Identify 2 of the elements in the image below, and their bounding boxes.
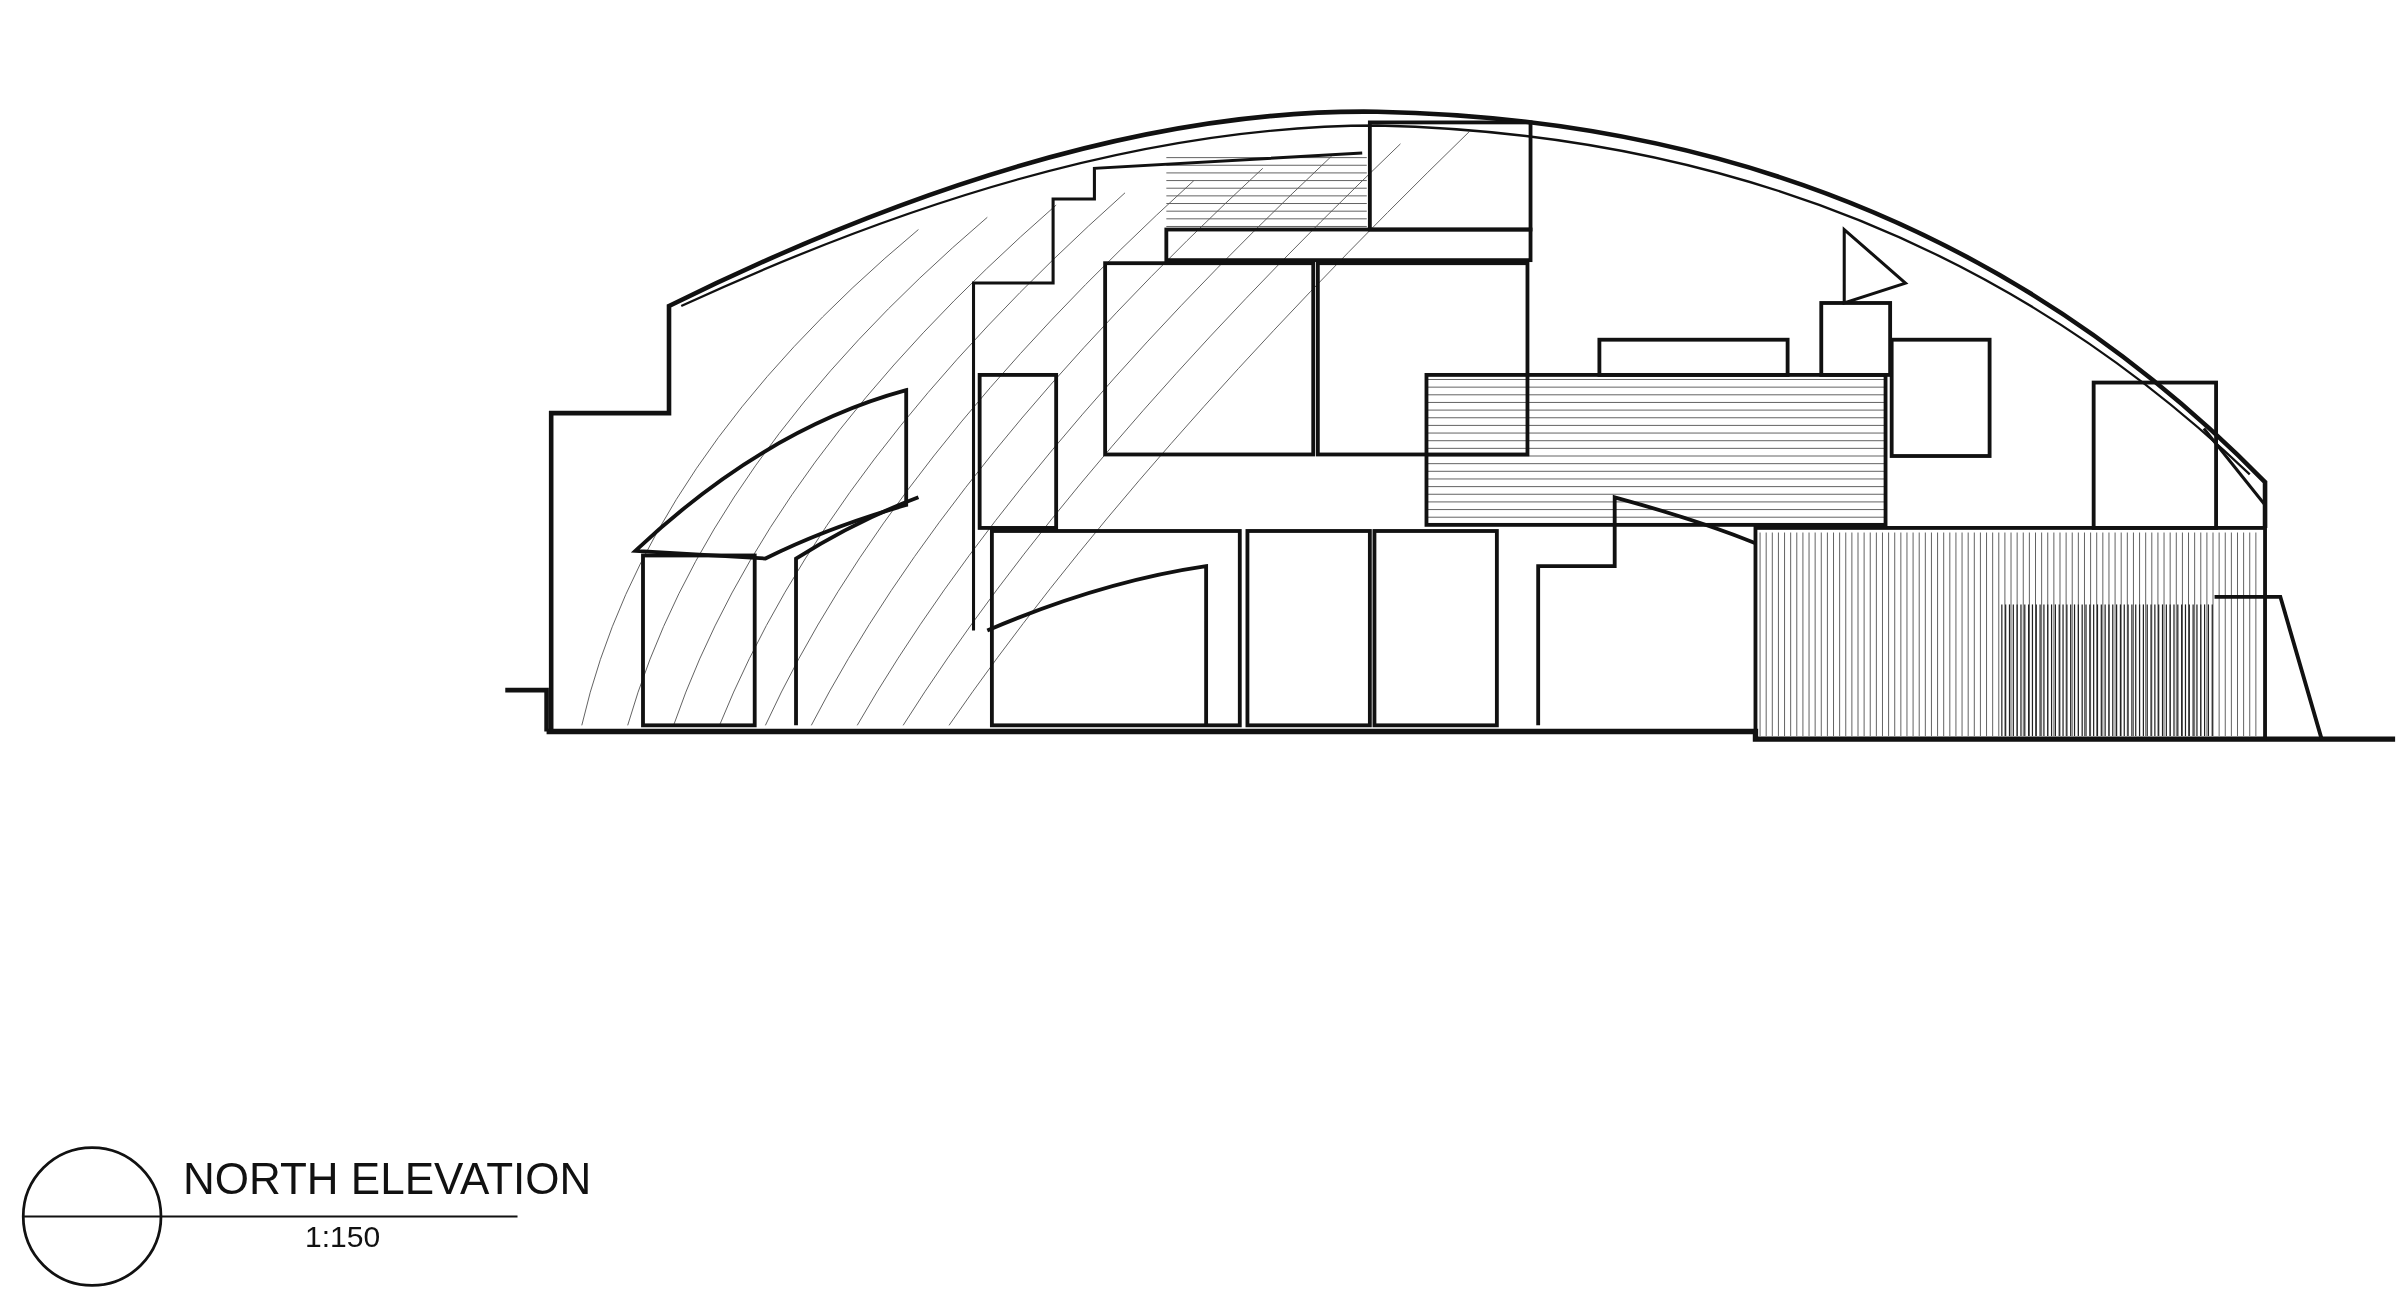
scale-label: 1:150 xyxy=(305,1222,381,1252)
drawing-title: NORTH ELEVATION xyxy=(183,1157,592,1201)
